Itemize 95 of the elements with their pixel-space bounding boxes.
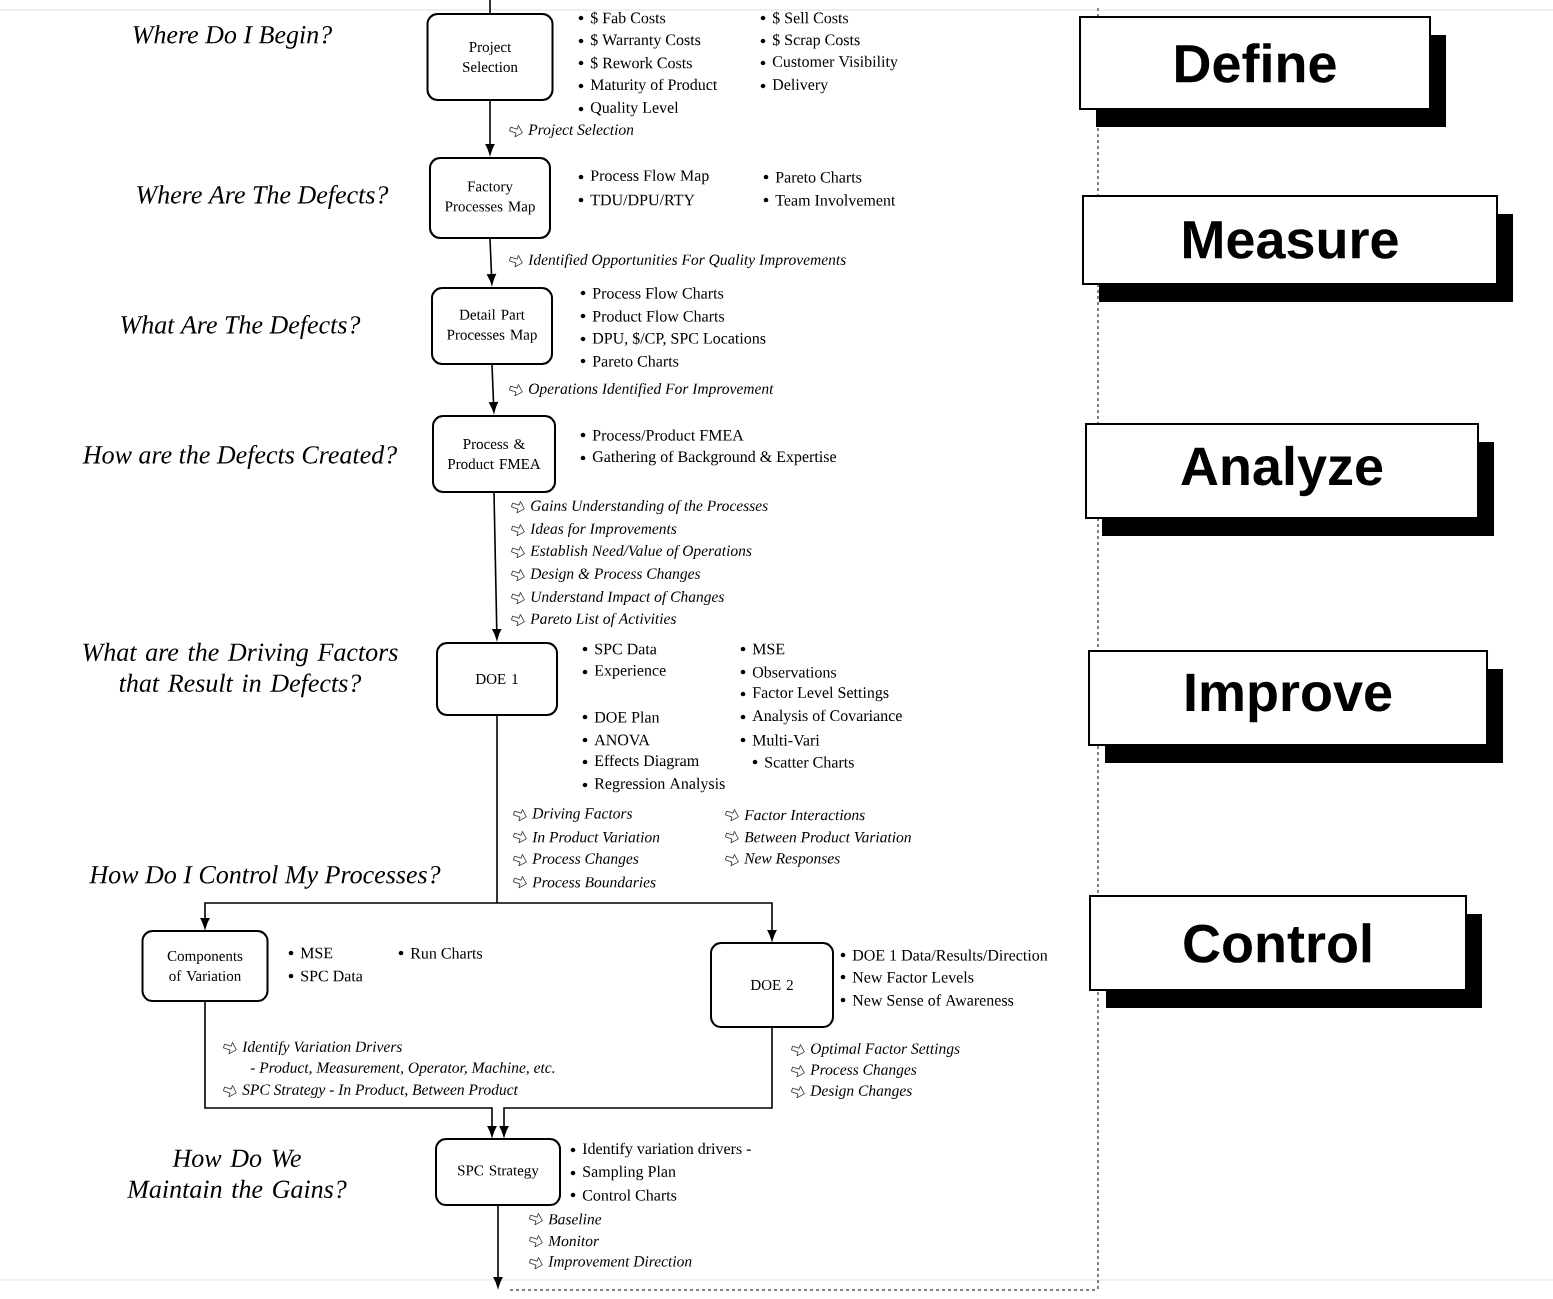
output-text: Process Boundaries <box>532 876 656 888</box>
list-item: Effects Diagram <box>594 754 699 770</box>
output-text: New Responses <box>744 853 840 867</box>
list-item: Process Flow Map <box>590 169 709 185</box>
list-item: DOE 1 Data/Results/Direction <box>852 949 1048 961</box>
process-box: DOE 1 <box>436 642 558 716</box>
list-item: Run Charts <box>410 947 483 959</box>
list-item: $ Rework Costs <box>590 56 692 70</box>
phase-box: Improve <box>1088 650 1503 763</box>
connector-line <box>496 715 498 904</box>
process-box: Components of Variation <box>141 930 269 1002</box>
list-item: TDU/DPU/RTY <box>590 194 695 206</box>
arrow <box>200 902 498 929</box>
list-item: Pareto Charts <box>775 171 862 183</box>
list-item: Team Involvement <box>775 194 896 206</box>
list-item: New Factor Levels <box>852 971 974 983</box>
list-item: Process Flow Charts <box>592 287 724 299</box>
output-text: Operations Identified For Improvement <box>529 382 774 398</box>
output-text: Identified Opportunities For Quality Improvements <box>528 253 846 269</box>
list-item: MSE <box>752 643 785 655</box>
list-item: Customer Visibility <box>772 55 898 71</box>
output-text: Design Changes <box>810 1085 912 1100</box>
list-item: MSE <box>300 947 333 959</box>
list-item: Pareto Charts <box>592 355 679 367</box>
list-item: $ Scrap Costs <box>772 33 860 49</box>
output-text: Establish Need/Value of Operations <box>530 544 752 560</box>
list-item: Process/Product FMEA <box>592 429 744 441</box>
question-text: How Do We Maintain the Gains? <box>126 1149 347 1199</box>
list-item: $ Fab Costs <box>590 11 666 25</box>
process-box: Process & Product FMEA <box>432 415 556 493</box>
output-text: Baseline <box>548 1213 602 1225</box>
arrow <box>204 1001 497 1137</box>
list-item: SPC Data <box>301 970 363 982</box>
output-text: Process Changes <box>810 1064 917 1079</box>
process-box: SPC Strategy <box>435 1138 561 1206</box>
list-item: Control Charts <box>582 1189 677 1201</box>
output-text: Between Product Variation <box>744 831 911 843</box>
phase-box: Measure <box>1082 195 1513 302</box>
list-item: Quality Level <box>590 101 679 117</box>
phase-box: Control <box>1089 895 1482 1008</box>
list-item: Product Flow Charts <box>592 310 725 322</box>
list-item: $ Warranty Costs <box>590 33 701 49</box>
process-box: Project Selection <box>426 13 554 101</box>
list-item: New Sense of Awareness <box>852 994 1014 1006</box>
output-text: Factor Interactions <box>744 809 865 821</box>
output-text: In Product Variation <box>532 831 660 843</box>
output-text: SPC Strategy - In Product, Between Product <box>242 1083 519 1099</box>
question-text: Where Are The Defects? <box>137 185 389 209</box>
list-item: DOE Plan <box>594 711 660 723</box>
process-box: DOE 2 <box>710 942 834 1028</box>
arrow <box>496 902 777 941</box>
arrow <box>493 1205 503 1288</box>
question-text: How Do I Control My Processes? <box>89 865 441 889</box>
question-text: What are the Driving Factors that Result in Defects? <box>83 642 398 698</box>
list-item: $ Sell Costs <box>772 11 849 25</box>
output-text: Driving Factors <box>532 808 633 822</box>
question-text: Where Do I Begin? <box>133 25 332 49</box>
list-item: Gathering of Background & Expertise <box>592 450 837 466</box>
list-item: Identify variation drivers - <box>582 1142 751 1158</box>
arrow <box>485 100 495 155</box>
list-item: Maturity of Product <box>590 78 718 94</box>
list-item: Experience <box>594 665 666 679</box>
output-text: Gains Understanding of the Processes <box>531 499 768 515</box>
output-text: Pareto List of Activities <box>530 612 676 628</box>
list-item: DPU, $/CP, SPC Locations <box>592 332 766 347</box>
question-text: How are the Defects Created? <box>82 445 397 469</box>
output-text: Identify Variation Drivers <box>242 1040 402 1056</box>
output-text: Project Selection <box>528 123 634 139</box>
output-text: Design & Process Changes <box>530 568 701 583</box>
process-box: Detail Part Processes Map <box>431 287 553 365</box>
list-item: SPC Data <box>595 643 657 655</box>
list-item: Sampling Plan <box>583 1165 676 1181</box>
output-text: Process Changes <box>532 853 639 868</box>
list-item: Multi-Vari <box>752 734 820 746</box>
output-text: - Product, Measurement, Operator, Machine, etc. <box>250 1062 555 1077</box>
list-item: Observations <box>752 666 837 678</box>
list-item: ANOVA <box>594 734 650 746</box>
phase-box: Analyze <box>1085 423 1494 536</box>
arrow <box>489 364 498 413</box>
arrow <box>487 238 496 285</box>
output-text: Monitor <box>548 1235 600 1247</box>
phase-box: Define <box>1079 16 1446 127</box>
question-text: What Are The Defects? <box>121 315 361 339</box>
list-item: Factor Level Settings <box>752 686 889 702</box>
output-text: Ideas for Improvements <box>530 522 677 538</box>
output-text: Optimal Factor Settings <box>811 1043 960 1058</box>
list-item: Scatter Charts <box>765 756 854 768</box>
output-text: Understand Impact of Changes <box>531 590 724 606</box>
output-text: Improvement Direction <box>548 1256 692 1270</box>
list-item: Analysis of Covariance <box>752 709 902 725</box>
arrow <box>492 492 502 640</box>
arrow <box>499 1027 773 1137</box>
process-box: Factory Processes Map <box>429 157 551 239</box>
list-item: Delivery <box>772 78 829 94</box>
list-item: Regression Analysis <box>594 777 725 793</box>
